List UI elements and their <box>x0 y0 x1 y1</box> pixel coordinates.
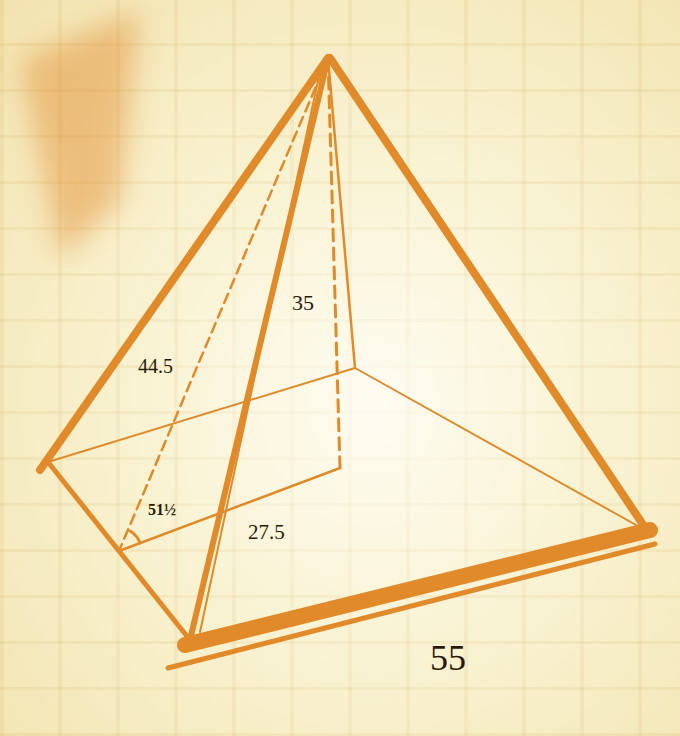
base-edge <box>355 368 645 530</box>
pyramid-edge <box>330 58 648 532</box>
pyramid-edge <box>40 58 328 470</box>
pyramid-edge <box>190 58 328 640</box>
slant-dimension: 44.5 <box>138 356 173 376</box>
base-dimension: 55 <box>430 640 466 676</box>
half-base-dimension: 27.5 <box>248 522 285 543</box>
angle-label: 51½ <box>148 502 176 518</box>
height-dimension: 35 <box>292 292 314 314</box>
shadow <box>20 10 140 260</box>
angle-arc <box>130 531 140 543</box>
base-edge <box>48 368 355 462</box>
height-line <box>328 58 340 468</box>
slant-line <box>119 58 328 551</box>
pyramid-edge <box>200 62 322 632</box>
base-edge <box>48 462 190 640</box>
front-base-edge <box>185 530 650 645</box>
front-base-edge <box>168 544 655 668</box>
